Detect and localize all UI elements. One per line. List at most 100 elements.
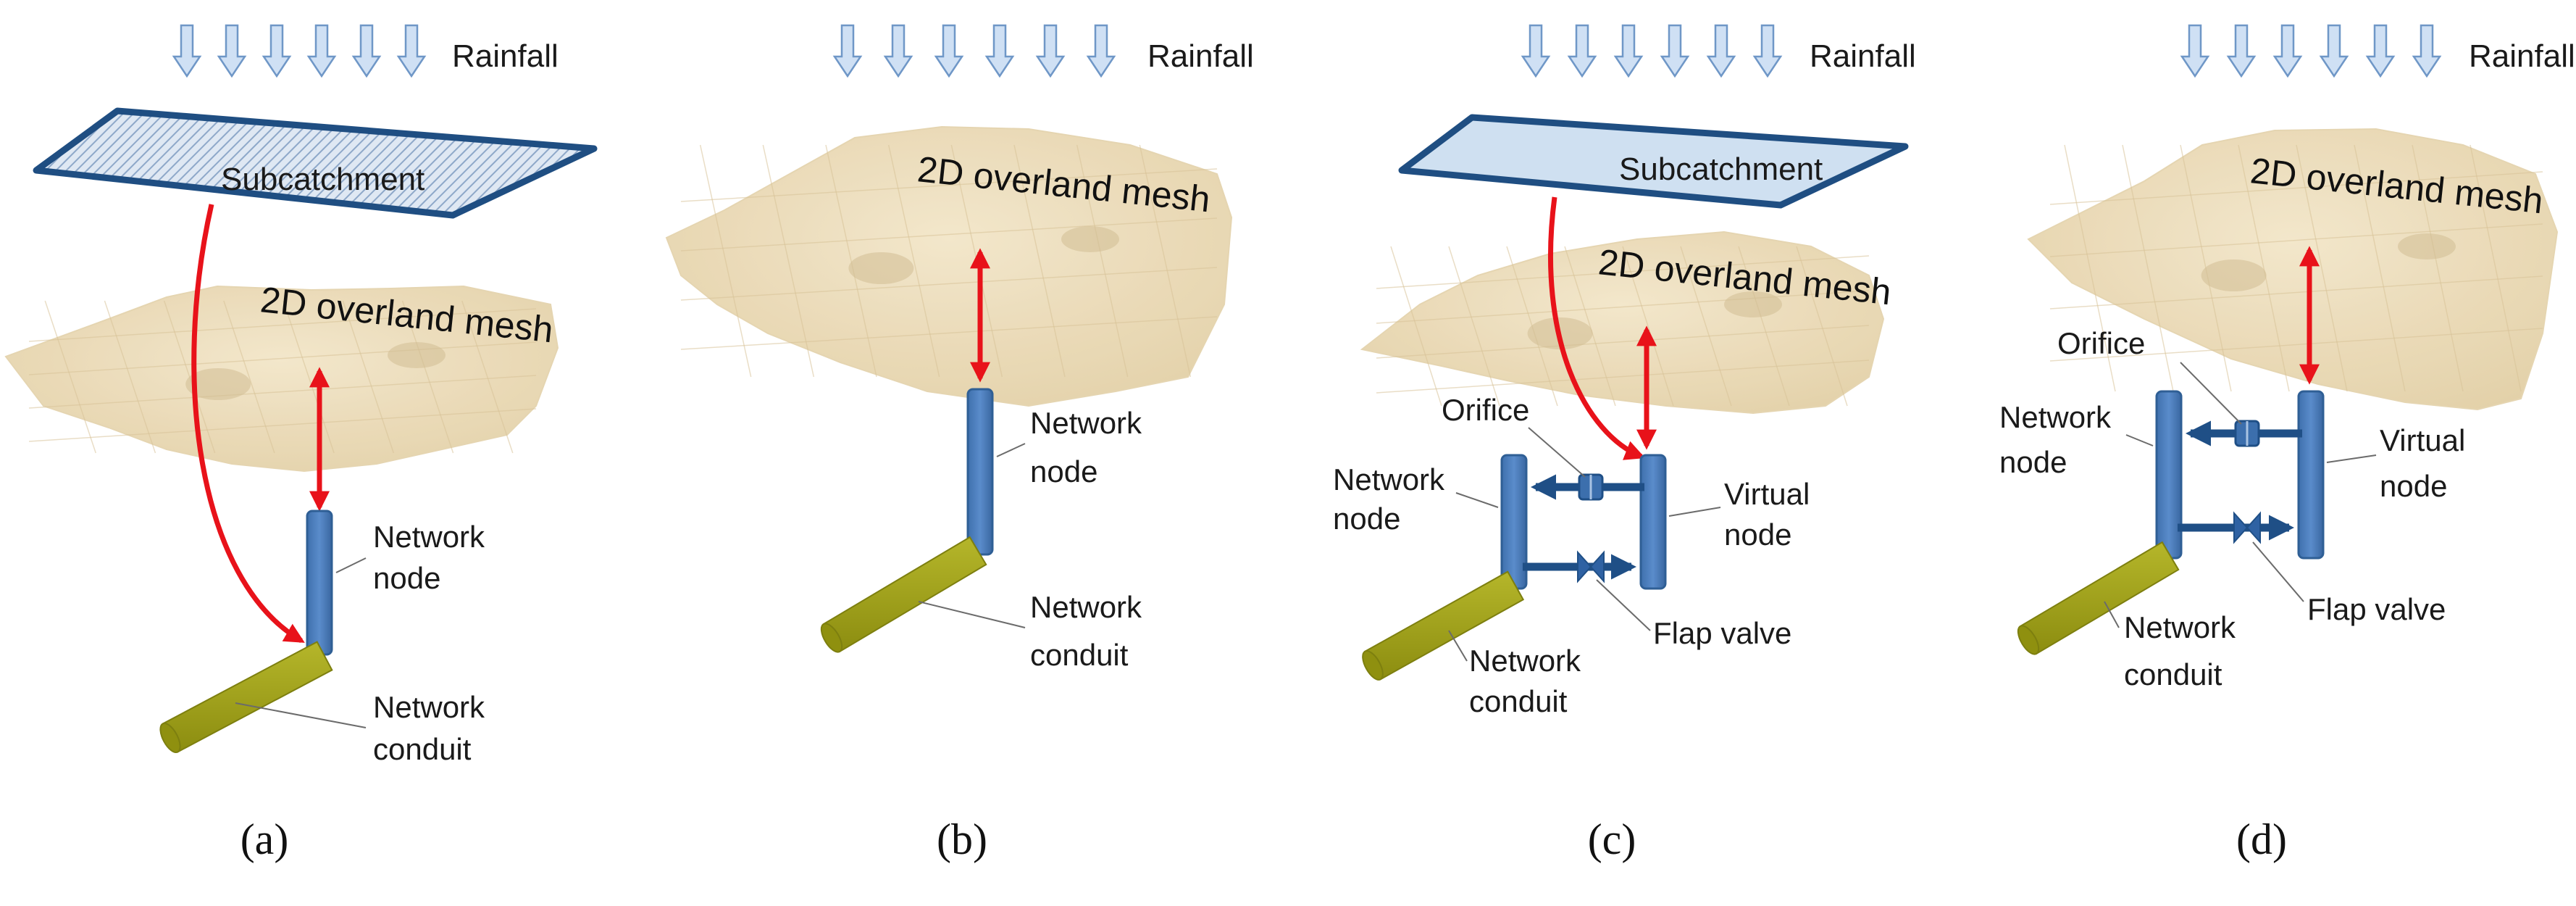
mesh-gridline (1013, 144, 1066, 378)
leader-line (1455, 492, 1499, 508)
panel-caption: (c) (1588, 815, 1636, 863)
mesh-gridline (44, 300, 96, 454)
mesh-gridline (680, 267, 1218, 301)
rainfall-arrow-icon (2412, 24, 2442, 78)
rainfall-arrow-icon (1567, 24, 1597, 78)
rainfall-label: Rainfall (1810, 38, 1916, 74)
leader-line (1528, 427, 1586, 478)
mesh-gridline (461, 300, 514, 454)
mesh-surface (665, 125, 1233, 407)
mesh-gridline (699, 144, 752, 378)
mesh-gridline (1376, 360, 1870, 394)
rainfall-arrow-icon (1035, 24, 1066, 78)
flap-label: Flap valve (2307, 592, 2446, 626)
rainfall-arrow-icon (2180, 24, 2210, 78)
mesh-surface (4, 285, 559, 473)
subcatchment: Subcatchment (1398, 114, 1909, 209)
rainfall-arrow-icon (2272, 24, 2303, 78)
rainfall-arrow-icon (351, 24, 382, 78)
rainfall-arrow-icon (832, 24, 863, 78)
network-node (306, 510, 333, 656)
rainfall-arrow-icon (262, 24, 292, 78)
subcatchment-label: Subcatchment (1619, 151, 1823, 187)
virtual-node (1639, 454, 1667, 590)
mesh-gridline (1376, 255, 1870, 289)
mesh-gridline (2064, 144, 2116, 392)
mesh-gridline (1796, 246, 1848, 407)
virtual-label-line1: Virtual (2380, 423, 2465, 457)
mesh-gridline (2354, 144, 2406, 392)
leader-line (918, 601, 1026, 628)
rainfall-arrow-icon (883, 24, 913, 78)
leader-line (235, 702, 367, 728)
mesh-gridline (223, 300, 275, 454)
rainfall-arrows (832, 24, 1116, 78)
mesh-gridline (762, 144, 815, 378)
flap-label: Flap valve (1653, 616, 1791, 650)
mesh-depression (388, 342, 446, 368)
rainfall-arrows (172, 24, 427, 78)
rainfall-label: Rainfall (1147, 38, 1254, 74)
network-node (1500, 454, 1528, 590)
rainfall-arrow-icon (1752, 24, 1783, 78)
rainfall-arrow-icon (306, 24, 337, 78)
mesh-gridline (1680, 246, 1732, 407)
orifice-label: Orifice (1442, 393, 1529, 427)
subcatchment-plane (33, 107, 598, 219)
leader-line (2326, 454, 2377, 463)
mesh-gridline (2238, 144, 2290, 392)
flap-valve-icon (2233, 511, 2261, 544)
node-links (2178, 420, 2302, 544)
mesh-gridline (401, 300, 454, 454)
network-conduit (1362, 570, 1525, 681)
mesh-gridline (28, 308, 537, 342)
conduit-end (820, 623, 843, 653)
conduit-end (1362, 650, 1384, 681)
node-label-line1: Network (1999, 400, 2112, 434)
node-label-line2: node (1333, 502, 1400, 536)
node-label-line2: node (1030, 454, 1097, 489)
overland-mesh (665, 125, 1233, 407)
conduit-label-line1: Network (1030, 590, 1142, 624)
network-conduit (2017, 541, 2180, 655)
leader-line (2252, 541, 2304, 602)
mesh-gridline (2049, 171, 2543, 205)
overland-mesh (2027, 128, 2559, 411)
leader-line (996, 443, 1026, 457)
node-label-line1: Network (1030, 406, 1142, 440)
node-label-line1: Network (373, 520, 485, 554)
orifice-label: Orifice (2057, 326, 2145, 360)
rainfall-arrow-icon (1521, 24, 1551, 78)
conduit-label-line1: Network (373, 690, 485, 724)
rainfall-arrow-icon (934, 24, 964, 78)
mesh-gridline (28, 375, 537, 409)
subcatchment-plane (1398, 114, 1909, 209)
mesh-gridline (104, 300, 156, 454)
rainfall-label: Rainfall (452, 38, 559, 74)
mesh-gridline (1376, 290, 1870, 324)
mesh-gridline (887, 144, 940, 378)
rainfall-arrow-icon (2226, 24, 2257, 78)
rainfall-arrow-icon (1613, 24, 1644, 78)
mesh-depression (1724, 291, 1782, 317)
mesh-gridline (28, 341, 537, 375)
panel-caption: (d) (2236, 815, 2287, 863)
conduit-body (822, 536, 987, 653)
rainfall-arrow-icon (396, 24, 427, 78)
mesh-gridline (2049, 328, 2543, 362)
leader-line (1448, 630, 1468, 662)
network-conduit (820, 536, 987, 653)
network-node (966, 388, 994, 556)
runoff-arrow (1547, 196, 1646, 460)
virtual-label-line2: node (2380, 469, 2447, 503)
node-label-line2: node (1999, 445, 2067, 479)
conduit-label-line2: conduit (373, 732, 472, 766)
mesh-gridline (2122, 144, 2174, 392)
rainfall-arrow-icon (2319, 24, 2349, 78)
rainfall-arrow-icon (217, 24, 247, 78)
